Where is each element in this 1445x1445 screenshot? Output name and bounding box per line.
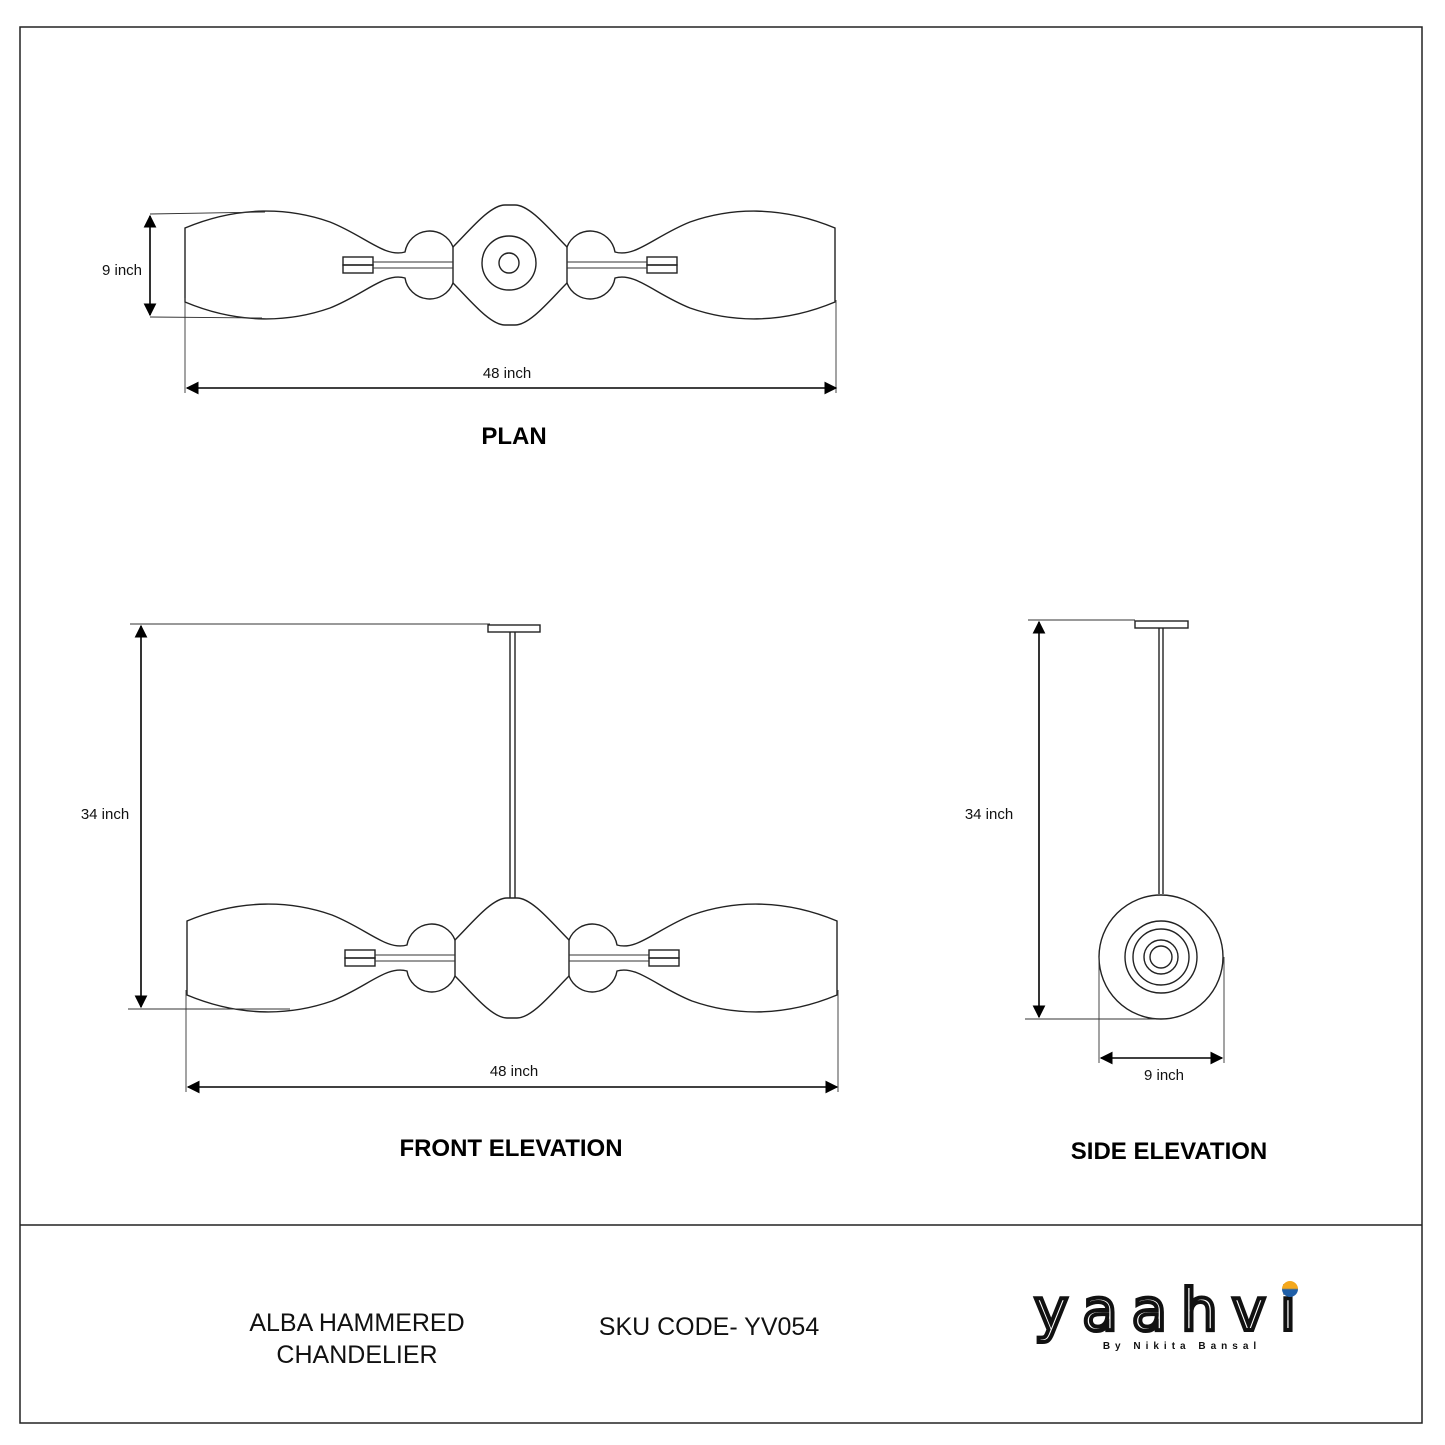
plan-height-label: 9 inch [102,262,142,279]
plan-view: 9 inch 48 inch PLAN [102,205,838,450]
side-canopy [1134,620,1189,629]
logo-sun-icon [1282,1281,1298,1297]
plan-canopy-center [498,252,520,274]
sheet-border [19,26,1423,1424]
logo-wordmark: yaahvi [1034,1276,1296,1344]
logo-tagline: By Nikita Bansal [1103,1341,1261,1352]
product-name-line1: ALBA HAMMERED [249,1309,464,1337]
product-name-line2: CHANDELIER [276,1341,437,1369]
side-shade-outline [1098,894,1224,1020]
side-height-label: 34 inch [965,806,1013,823]
side-elevation-view: 34 inch 9 inch SIDE ELEVATION [965,619,1267,1165]
front-canopy [487,624,541,633]
front-height-label: 34 inch [81,806,129,823]
side-elevation-title: SIDE ELEVATION [1071,1138,1267,1165]
front-elevation-title: FRONT ELEVATION [399,1135,622,1162]
front-width-label: 48 inch [490,1063,538,1080]
brand-logo: yaahvi By Nikita Bansal [1032,1274,1298,1352]
front-elevation-view: 34 inch 48 inch FRONT ELEVATION [81,623,839,1162]
front-fixture-outline [187,898,837,1018]
plan-title: PLAN [481,423,546,450]
plan-fixture-outline [185,205,835,325]
sku-code: SKU CODE- YV054 [599,1313,820,1341]
title-block: ALBA HAMMERED CHANDELIER SKU CODE- YV054… [249,1274,1298,1369]
side-width-label: 9 inch [1144,1067,1184,1084]
plan-canopy-ring [481,235,537,291]
plan-width-label: 48 inch [483,365,531,382]
